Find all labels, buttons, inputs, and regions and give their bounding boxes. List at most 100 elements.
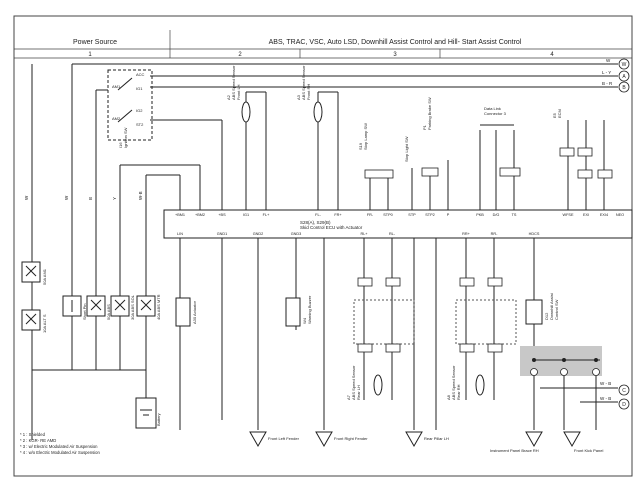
connector-d: D — [622, 402, 626, 408]
short-pin: Short Pin — [62, 295, 87, 320]
ecu-top-pin-label: STP0 — [383, 213, 393, 217]
connector-w: W — [622, 62, 627, 68]
ecu-bottom-pin-label: RL+ — [360, 232, 368, 236]
battery: Battery — [135, 397, 161, 429]
fuse-50a-am1: 50A AM1 — [21, 261, 47, 285]
svg-text:Instrument Panel Brace RH: Instrument Panel Brace RH — [490, 448, 539, 453]
right-connectors: W W A L - Y B B - R C W - B D W - B — [72, 58, 630, 410]
parking-brake-switch: P1Parking Brake SW — [421, 97, 449, 210]
svg-text:S19Stop Lamp SW: S19Stop Lamp SW — [358, 123, 368, 150]
column-number-2: 2 — [238, 52, 242, 58]
ecu-top-pin-label: FR+ — [334, 213, 342, 217]
ecu-top-pin-label: EXI — [583, 213, 589, 217]
connector-a: A — [622, 74, 626, 80]
svg-text:Front Right Fender: Front Right Fender — [334, 436, 368, 441]
svg-text:ST2: ST2 — [136, 122, 144, 127]
svg-text:Short Pin: Short Pin — [82, 304, 87, 320]
ground-front-right-fender: Front Right Fender — [315, 431, 368, 448]
svg-text:30A ABS SOL: 30A ABS SOL — [130, 294, 135, 320]
footnote-3: * 3 : w/ Electric Modulated Air Suspensi… — [20, 444, 98, 449]
svg-text:AM1: AM1 — [112, 84, 121, 89]
ecu-top-pin-label: D/G — [493, 213, 500, 217]
fuse-6-wire: W-B — [138, 191, 143, 200]
footnote-1: * 1 : Shielded — [20, 432, 46, 437]
svg-text:IG1: IG1 — [136, 86, 143, 91]
ecu-top-pin-label: NEO — [616, 213, 624, 217]
column-number-1: 1 — [88, 52, 92, 58]
ground-instrument-panel-brace: Instrument Panel Brace RH — [490, 431, 543, 453]
connector-b-wire: B - R — [602, 81, 613, 86]
svg-text:ACC: ACC — [136, 72, 145, 77]
ecm: E5ECM — [552, 109, 613, 210]
svg-text:P1Parking Brake SW: P1Parking Brake SW — [422, 97, 432, 130]
front-lh-speed-sensor: A2ABS Speed SensorFront LH — [226, 65, 267, 210]
svg-text:40A ABS MTR: 40A ABS MTR — [156, 294, 161, 320]
fuse-10a-alt-s: 10A ALT S — [21, 309, 47, 333]
ecu-top-pin-label: P — [447, 213, 450, 217]
power-wiring: W W B Y W-B — [24, 64, 223, 440]
fuse-1-wire: W — [24, 195, 29, 200]
ecu-top-pin-label: FR- — [367, 213, 374, 217]
svg-text:Front Left Fender: Front Left Fender — [268, 436, 300, 441]
footnote-2: * 2 : KGR- RE AMD — [20, 438, 56, 443]
ecu-top-pin-label: WFSE — [563, 213, 574, 217]
battery-label: Battery — [156, 413, 161, 426]
system-title: ABS, TRAC, VSC, Auto LSD, Downhill Assis… — [269, 39, 522, 46]
front-rh-speed-sensor: A3ABS Speed SensorFront RH — [296, 65, 339, 210]
ecu-bottom-pin-label: LIN — [177, 232, 183, 236]
ecu-top-pin-label: FL+ — [263, 213, 270, 217]
fuse-40a-abs-mtr: 40A ABS MTR — [136, 294, 161, 320]
ground-rear-pillar-lh: Rear Pillar LH — [405, 431, 449, 448]
stop-lamp-switch: S19Stop Lamp SW Stop Light SW — [358, 123, 413, 210]
svg-text:E5ECM: E5ECM — [552, 109, 562, 118]
ecu-top-pin-label: EXI4 — [600, 213, 608, 217]
ecu-top-pin-label: FL- — [315, 213, 321, 217]
fuse-30a-abs-sol: 30A ABS SOL — [110, 294, 135, 320]
ecu-top-pin-label: +BM2 — [195, 213, 205, 217]
ecu-bottom-pin-label: RR+ — [462, 232, 470, 236]
ecu-top-pin-label: +BM1 — [175, 213, 185, 217]
ground-front-kick-panel: Front Kick Panel — [563, 431, 603, 453]
rear-rh-speed-sensor: A8ABS Speed SensorRear RH — [446, 277, 517, 400]
diagram-frame — [13, 15, 633, 477]
fuse-5-wire: Y — [112, 197, 117, 200]
ecu-bottom-pin-label: GND1 — [217, 232, 228, 236]
svg-text:A8ABS Speed SensorRear RH: A8ABS Speed SensorRear RH — [446, 365, 461, 400]
ignition-switch: AM1 AM2 ACC IG1 IG2 ST2 I16Ignition SW — [107, 69, 153, 148]
connector-c: C — [622, 388, 626, 394]
svg-text:10A ALT S: 10A ALT S — [42, 314, 47, 333]
ecu-top-pin-label: +BS — [218, 213, 226, 217]
ecu-label: S28(A), S29(B)Skid Control ECU with Actu… — [300, 220, 363, 230]
power-source-title: Power Source — [73, 39, 117, 46]
footnote-4: * 4 : w/o Electric Modulated Air Suspens… — [20, 450, 101, 455]
ecu-bottom-pin-label: GND2 — [253, 232, 264, 236]
fuse-block: 50A AM1 10A ALT S Short Pin 50A ABS 30A … — [21, 261, 161, 333]
ecu-top-pin-label: PKB — [476, 213, 484, 217]
ecu-bottom-pin-label: RR- — [491, 232, 498, 236]
svg-text:IG2: IG2 — [136, 108, 143, 113]
svg-text:W4Warning Buzzer: W4Warning Buzzer — [302, 295, 312, 324]
connector-c-wire: W - B — [600, 381, 611, 386]
svg-text:A30 Actuator: A30 Actuator — [192, 300, 197, 324]
svg-text:D12Downhill AssistControl SW: D12Downhill AssistControl SW — [544, 292, 559, 320]
connector-w-wire: W — [606, 58, 611, 63]
svg-text:50A ABS: 50A ABS — [106, 304, 111, 320]
fuse-3-wire: B — [88, 197, 93, 200]
ecu-top-pin-label: IG1 — [243, 213, 249, 217]
svg-text:Front Kick Panel: Front Kick Panel — [574, 448, 603, 453]
fuse-2-wire: W — [64, 195, 69, 200]
svg-text:A7ABS Speed SensorRear LH: A7ABS Speed SensorRear LH — [346, 365, 361, 400]
downhill-assist-switch: D12Downhill AssistControl SW — [525, 292, 559, 325]
svg-text:A2ABS Speed SensorFront LH: A2ABS Speed SensorFront LH — [226, 65, 241, 100]
column-number-3: 3 — [393, 52, 397, 58]
rear-lh-speed-sensor: A7ABS Speed SensorRear LH — [346, 277, 415, 400]
connector-a-wire: L - Y — [602, 70, 611, 75]
ecu-bottom-pin-label: RL- — [389, 232, 396, 236]
ecu-top-pin-label: TS — [512, 213, 517, 217]
ignition-switch-label: I16Ignition SW — [118, 127, 128, 148]
footnotes: * 1 : Shielded * 2 : KGR- RE AMD * 3 : w… — [20, 432, 101, 455]
skid-control-ecu: S28(A), S29(B)Skid Control ECU with Actu… — [163, 209, 633, 239]
